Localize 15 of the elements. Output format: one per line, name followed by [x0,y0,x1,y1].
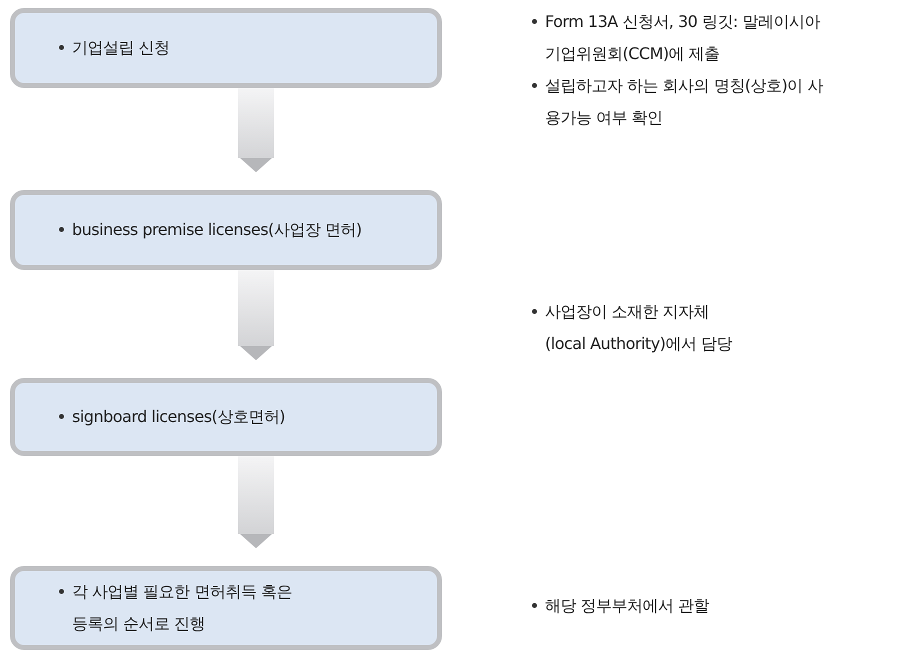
process-box [10,378,442,456]
note-text: 사업장이 소재한 지자체 (local Authority)에서 담당 [545,301,734,355]
note-text: 설립하고자 하는 회사의 명칭(상호)이 사용가능 여부 확인 [545,75,824,129]
block-arrow [238,456,274,548]
step-text: signboard licenses(상호면허) [72,406,286,428]
process-box [10,566,442,650]
note-text: 해당 정부부처에서 관할 [545,595,710,617]
step-text: business premise licenses(사업장 면허) [72,219,362,241]
step-text: 기업설립 신청 [72,37,170,59]
block-arrow [238,88,274,172]
process-box [10,8,442,88]
note-text: Form 13A 신청서, 30 링깃: 말레이시아 기업위원회(CCM)에 제출 [545,11,822,65]
block-arrow [238,270,274,360]
step-text: 각 사업별 필요한 면허취득 혹은 등록의 순서로 진행 [72,581,293,635]
process-box [10,190,442,270]
